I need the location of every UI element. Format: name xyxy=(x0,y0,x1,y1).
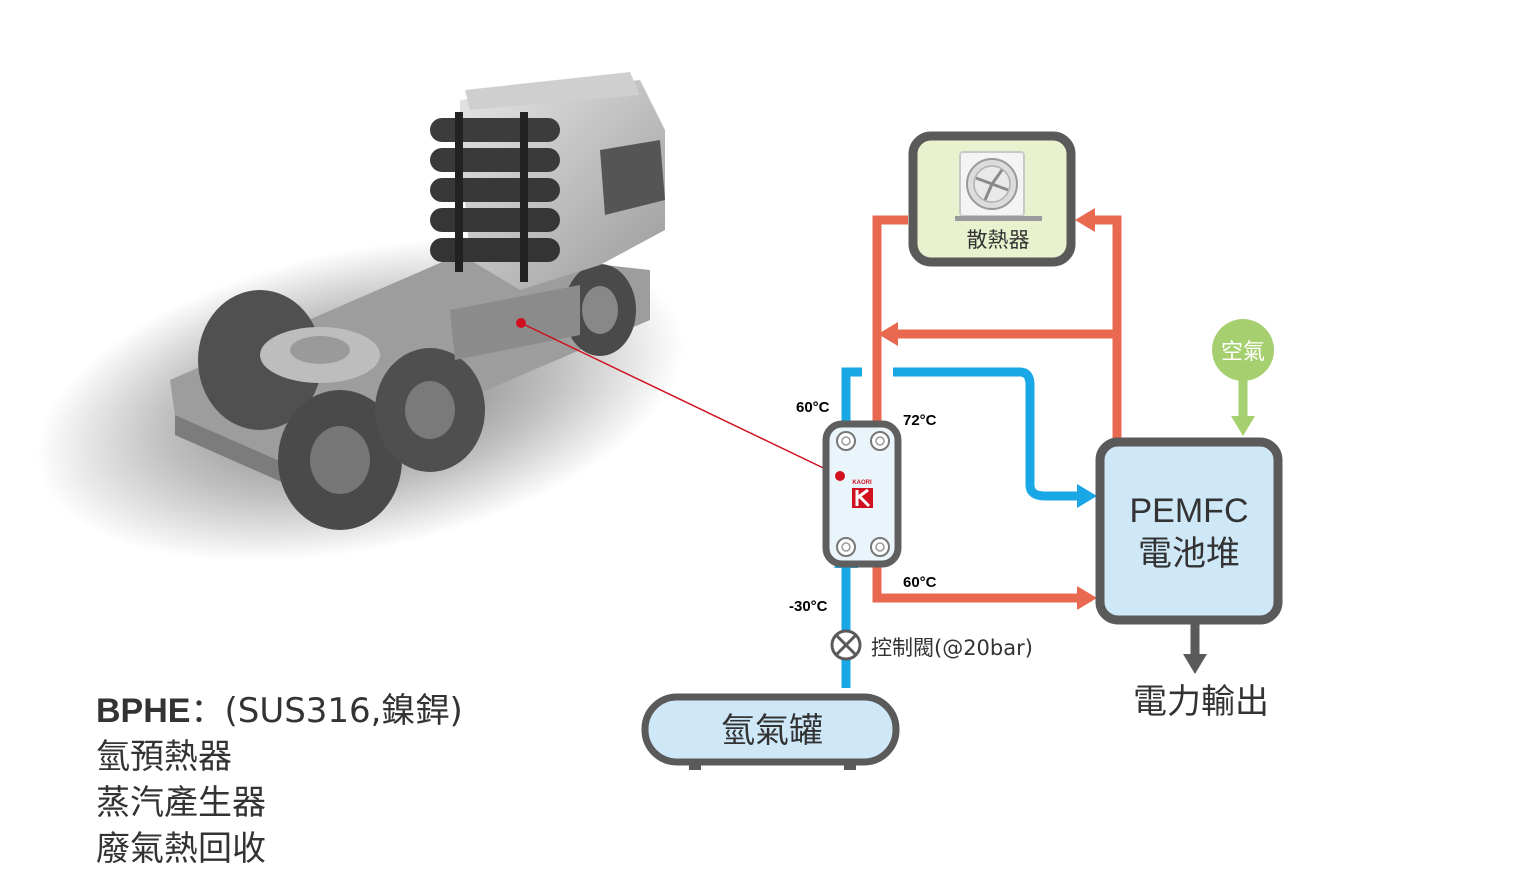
hydrogen-tank: 氫氣罐 xyxy=(641,693,900,770)
bphe-caption: BPHE：(SUS316,鎳銲) 氫預熱器 蒸汽產生器 廢氣熱回收 xyxy=(96,688,463,872)
arrow-branch-left xyxy=(878,322,898,346)
control-valve-icon xyxy=(830,629,862,661)
pointer-dot-truck xyxy=(516,318,526,328)
arrow-to-radiator-right xyxy=(1075,208,1095,232)
radiator-label: 散熱器 xyxy=(967,228,1030,252)
temp-coolant-in: 72°C xyxy=(903,412,937,429)
arrow-to-fuelcell-coolant xyxy=(1077,586,1097,610)
caption-title: BPHE：(SUS316,鎳銲) xyxy=(96,688,463,734)
kaori-logo-icon: KAORI xyxy=(852,480,873,508)
temp-h2-out: 60°C xyxy=(796,399,830,416)
pointer-line xyxy=(520,322,841,477)
power-output-label: 電力輸出 xyxy=(1133,682,1269,722)
hydrogen-line xyxy=(841,367,1080,688)
air-node xyxy=(1212,319,1274,381)
radiator-box: 散熱器 xyxy=(908,131,1076,267)
arrow-power-down xyxy=(1183,654,1207,674)
tank-label: 氫氣罐 xyxy=(721,711,823,751)
coolant-loop xyxy=(872,215,1122,603)
arrow-air-down xyxy=(1231,416,1255,436)
caption-line-1: 氫預熱器 xyxy=(96,737,232,777)
caption-line-3: 廢氣熱回收 xyxy=(96,829,266,869)
caption-title-rest: ：(SUS316,鎳銲) xyxy=(190,691,463,731)
fuel-cell-line2: 電池堆 xyxy=(1138,534,1240,574)
port-icon xyxy=(836,431,890,557)
valve-label: 控制閥(@20bar) xyxy=(871,636,1033,660)
hydrogen-tank-rack xyxy=(430,112,560,282)
fuel-cell-line1: PEMFC xyxy=(1130,492,1249,530)
radiator-fan-icon xyxy=(955,151,1042,221)
caption-title-bold: BPHE xyxy=(96,692,191,730)
bphe-heat-exchanger: KAORI xyxy=(822,420,902,568)
caption-line-2: 蒸汽產生器 xyxy=(96,783,266,823)
arrow-to-fuelcell-h2 xyxy=(1077,484,1097,508)
temp-h2-in: -30°C xyxy=(789,598,828,615)
truck-illustration xyxy=(35,72,685,562)
fuel-cell-box: PEMFC 電池堆 xyxy=(1095,437,1283,625)
pointer-dot-bphe xyxy=(835,471,845,481)
air-label: 空氣 xyxy=(1221,340,1265,365)
temp-coolant-out: 60°C xyxy=(903,574,937,591)
brand-label: KAORI xyxy=(852,480,872,486)
